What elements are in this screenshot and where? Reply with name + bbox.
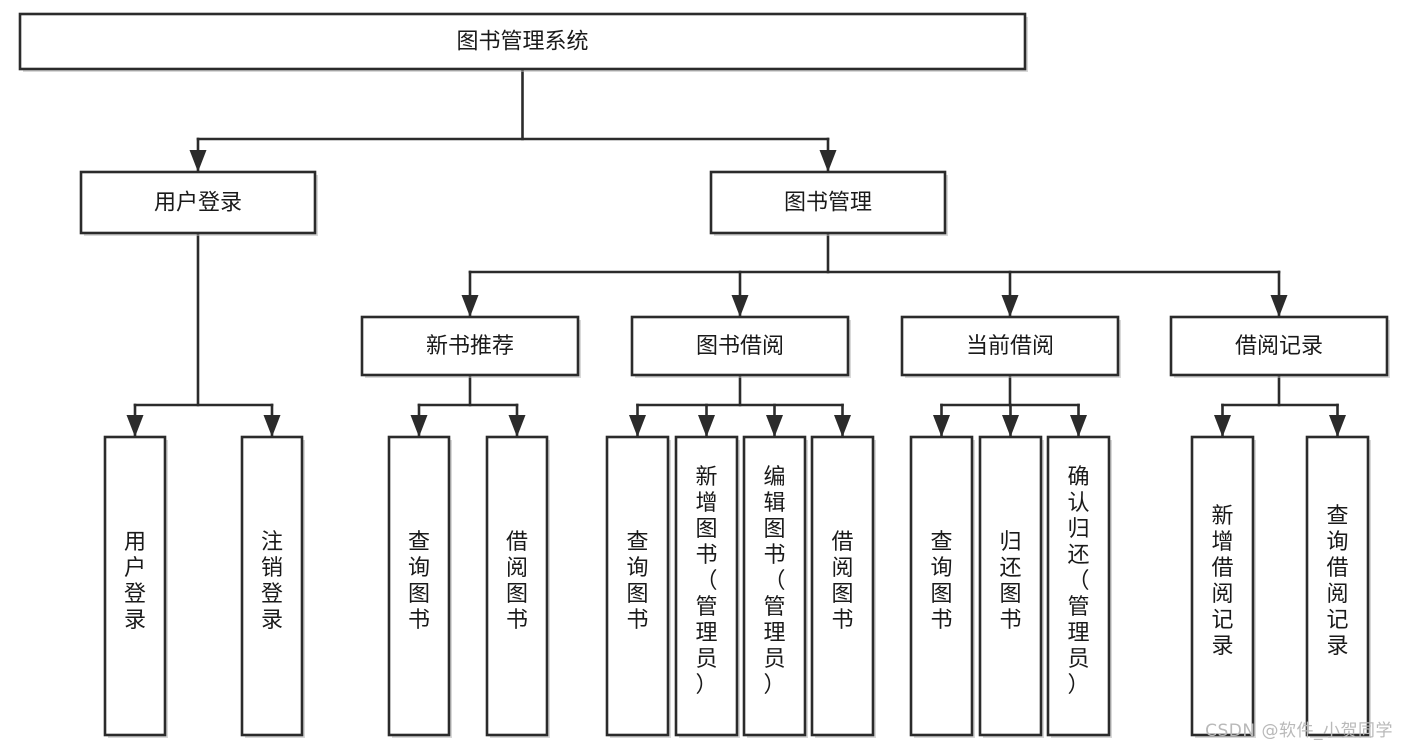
node-record-add[interactable]: 新增借阅记录	[1190, 435, 1256, 738]
node-label: 图书管理	[784, 191, 872, 216]
arrow-head-icon	[819, 150, 837, 172]
arrow-head-icon	[508, 415, 526, 437]
node-rect[interactable]	[909, 435, 974, 737]
node-rect[interactable]	[709, 170, 947, 235]
node-label: 借阅记录	[1235, 334, 1323, 359]
node-root[interactable]: 图书管理系统	[18, 12, 1028, 72]
arrow-head-icon	[410, 415, 428, 437]
node-rect[interactable]	[1190, 435, 1255, 737]
arrow-head-icon	[1214, 415, 1231, 437]
arrow-head-icon	[698, 415, 715, 437]
node-label: 编辑图书（管理员）	[763, 465, 785, 698]
node-borrow-add-book[interactable]: 新增图书（管理员）	[674, 435, 740, 738]
node-rect[interactable]	[742, 435, 807, 737]
node-label: 归还图书	[999, 530, 1021, 633]
node-label: 确认归还（管理员）	[1067, 465, 1089, 698]
node-record-query[interactable]: 查询借阅记录	[1305, 435, 1371, 738]
arrow-head-icon	[1070, 415, 1087, 437]
node-new-book-recommend[interactable]: 新书推荐	[360, 315, 581, 378]
node-current-confirm-return[interactable]: 确认归还（管理员）	[1046, 435, 1112, 738]
node-rect[interactable]	[485, 435, 549, 737]
node-rect[interactable]	[79, 170, 317, 235]
node-rect[interactable]	[605, 435, 670, 737]
node-layer: 图书管理系统用户登录用户登录注销登录图书管理新书推荐查询图书借阅图书图书借阅查询…	[18, 12, 1390, 738]
node-book-borrow[interactable]: 图书借阅	[630, 315, 851, 378]
node-rect[interactable]	[630, 315, 850, 377]
node-label: 当前借阅	[966, 334, 1054, 359]
node-user-logout[interactable]: 注销登录	[240, 435, 305, 738]
arrow-head-icon	[766, 415, 783, 437]
node-borrow-query-book[interactable]: 查询图书	[605, 435, 671, 738]
node-label: 借阅图书	[831, 530, 853, 633]
node-label: 图书管理系统	[456, 30, 588, 55]
arrow-head-icon	[263, 415, 281, 437]
node-borrow-borrow-book[interactable]: 借阅图书	[810, 435, 876, 738]
node-current-query-book[interactable]: 查询图书	[909, 435, 975, 738]
node-borrow-records[interactable]: 借阅记录	[1169, 315, 1390, 378]
node-user-login[interactable]: 用户登录	[79, 170, 318, 236]
node-rect[interactable]	[360, 315, 580, 377]
node-label: 查询图书	[408, 530, 430, 633]
node-label: 新书推荐	[426, 334, 514, 359]
node-borrow-edit-book[interactable]: 编辑图书（管理员）	[742, 435, 808, 738]
node-label: 用户登录	[124, 530, 146, 633]
node-book-management[interactable]: 图书管理	[709, 170, 948, 236]
node-rect[interactable]	[1169, 315, 1389, 377]
node-rect[interactable]	[103, 435, 167, 737]
arrow-head-icon	[1001, 295, 1019, 317]
arrow-head-icon	[1270, 295, 1288, 317]
node-label: 借阅图书	[506, 530, 528, 633]
node-label: 查询图书	[930, 530, 952, 633]
node-label: 新增借阅记录	[1211, 504, 1233, 659]
arrow-head-icon	[126, 415, 144, 437]
node-rect[interactable]	[240, 435, 304, 737]
node-current-return-book[interactable]: 归还图书	[978, 435, 1044, 738]
node-rect[interactable]	[1046, 435, 1111, 737]
arrow-head-icon	[461, 295, 479, 317]
node-recommend-query-book[interactable]: 查询图书	[387, 435, 452, 738]
node-label: 图书借阅	[696, 334, 784, 359]
node-rect[interactable]	[1305, 435, 1370, 737]
connector-layer	[126, 67, 1346, 439]
node-recommend-borrow-book[interactable]: 借阅图书	[485, 435, 550, 738]
arrow-head-icon	[834, 415, 851, 437]
arrow-head-icon	[629, 415, 646, 437]
node-rect[interactable]	[810, 435, 875, 737]
node-label: 新增图书（管理员）	[695, 465, 717, 698]
csdn-watermark: CSDN @软件_小贺同学	[1205, 721, 1393, 741]
node-label: 用户登录	[154, 191, 242, 216]
node-user-login-do[interactable]: 用户登录	[103, 435, 168, 738]
node-label: 注销登录	[261, 530, 283, 633]
node-rect[interactable]	[674, 435, 739, 737]
arrow-head-icon	[933, 415, 950, 437]
arrow-head-icon	[1002, 415, 1019, 437]
node-label: 查询图书	[626, 530, 648, 633]
arrow-head-icon	[189, 150, 207, 172]
arrow-head-icon	[1329, 415, 1346, 437]
node-current-borrow[interactable]: 当前借阅	[900, 315, 1121, 378]
node-rect[interactable]	[387, 435, 451, 737]
node-rect[interactable]	[978, 435, 1043, 737]
node-rect[interactable]	[18, 12, 1027, 71]
arrow-head-icon	[731, 295, 749, 317]
node-label: 查询借阅记录	[1326, 504, 1348, 659]
node-rect[interactable]	[900, 315, 1120, 377]
